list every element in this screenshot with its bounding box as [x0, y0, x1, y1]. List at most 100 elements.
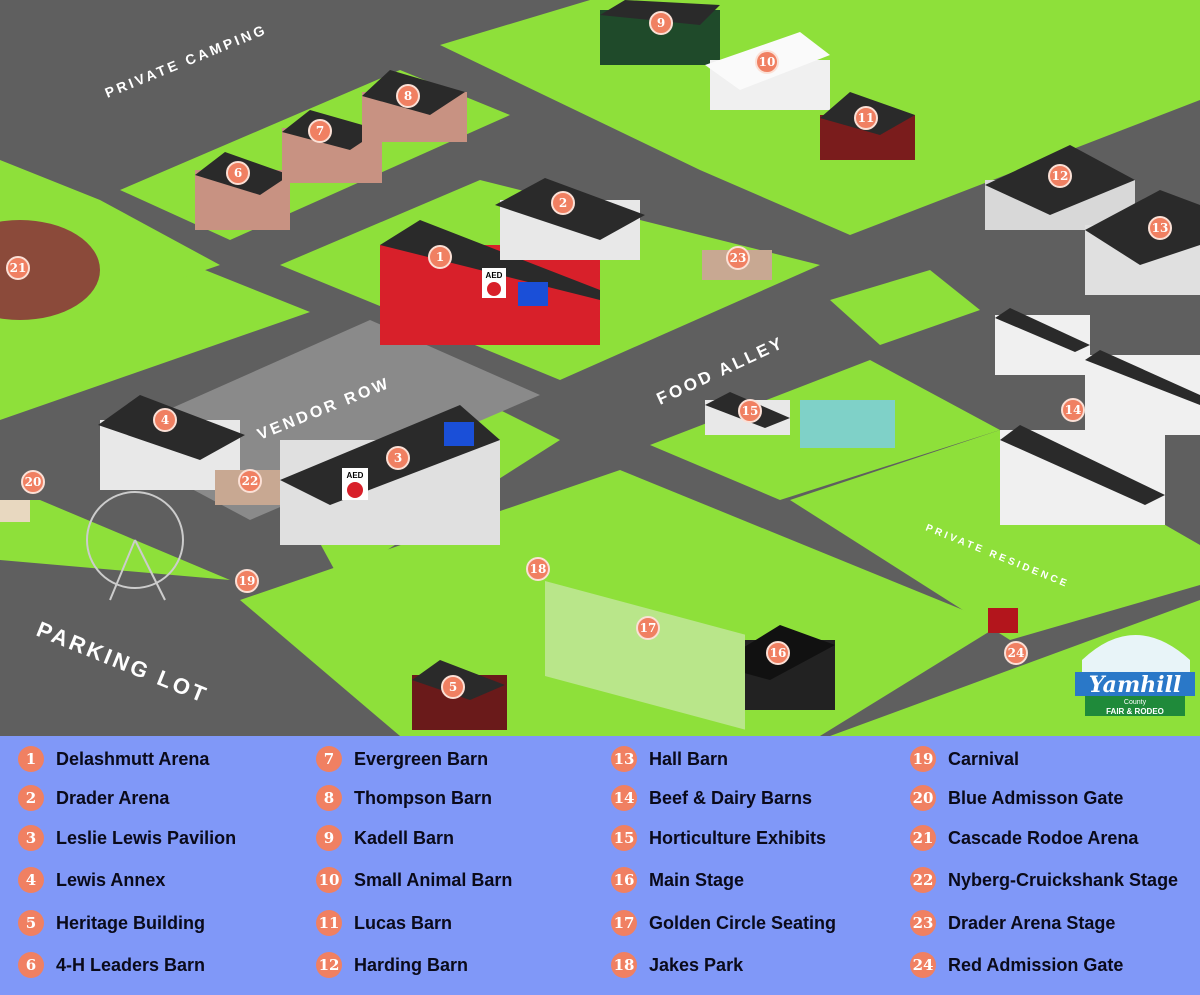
- marker-circle: [153, 408, 177, 432]
- legend-item-name: Blue Admisson Gate: [948, 787, 1124, 808]
- marker-circle: [238, 469, 262, 493]
- marker-8[interactable]: 8: [396, 84, 420, 108]
- legend-number-badge: 19: [910, 746, 936, 772]
- marker-circle: [766, 641, 790, 665]
- marker-23[interactable]: 23: [726, 246, 750, 270]
- marker-15[interactable]: 15: [738, 399, 762, 423]
- svg-text:FAIR & RODEO: FAIR & RODEO: [1106, 707, 1164, 716]
- marker-2[interactable]: 2: [551, 191, 575, 215]
- marker-circle: [1004, 641, 1028, 665]
- marker-circle: [854, 106, 878, 130]
- marker-3[interactable]: 3: [386, 446, 410, 470]
- greenhouse: [800, 400, 895, 448]
- aed-sign-1: AED: [482, 268, 506, 298]
- legend-item-name: Hall Barn: [649, 748, 729, 769]
- marker-6[interactable]: 6: [226, 161, 250, 185]
- marker-circle: [21, 470, 45, 494]
- marker-21[interactable]: 21: [6, 256, 30, 280]
- marker-10[interactable]: 10: [755, 50, 779, 74]
- legend-number-badge: 13: [611, 746, 637, 772]
- marker-number: 22: [242, 474, 259, 488]
- marker-circle: [308, 119, 332, 143]
- marker-number: 23: [730, 251, 747, 265]
- marker-circle: [226, 161, 250, 185]
- legend-number-badge: 8: [316, 785, 342, 811]
- marker-circle: [1048, 164, 1072, 188]
- legend-item-name: Evergreen Barn: [354, 748, 489, 769]
- marker-16[interactable]: 16: [766, 641, 790, 665]
- marker-number: 19: [239, 574, 256, 588]
- legend-item-name: Lucas Barn: [354, 912, 453, 933]
- aed-sign-3: AED: [342, 468, 368, 500]
- legend-number-badge: 24: [910, 952, 936, 978]
- svg-text:AED: AED: [486, 271, 503, 280]
- legend-number-badge: 2: [18, 785, 44, 811]
- marker-12[interactable]: 12: [1048, 164, 1072, 188]
- marker-number: 3: [394, 451, 402, 465]
- red-gate-building: [988, 608, 1018, 633]
- marker-9[interactable]: 9: [649, 11, 673, 35]
- seating-17: [545, 581, 745, 730]
- legend-item-name: Drader Arena Stage: [948, 912, 1116, 933]
- marker-circle: [235, 569, 259, 593]
- marker-24[interactable]: 24: [1004, 641, 1028, 665]
- legend-number-badge: 18: [611, 952, 637, 978]
- marker-circle: [755, 50, 779, 74]
- svg-text:AED: AED: [347, 471, 364, 480]
- legend-item-name: Thompson Barn: [354, 787, 492, 808]
- marker-circle: [396, 84, 420, 108]
- marker-5[interactable]: 5: [441, 675, 465, 699]
- marker-18[interactable]: 18: [526, 557, 550, 581]
- ferris-wheel: [86, 491, 184, 601]
- marker-14[interactable]: 14: [1061, 398, 1085, 422]
- legend-number-badge: 11: [316, 910, 342, 936]
- legend-item: 20 Blue Admisson Gate: [910, 785, 1123, 811]
- legend-item-name: 4-H Leaders Barn: [56, 954, 206, 975]
- legend-number-badge: 9: [316, 825, 342, 851]
- marker-circle: [636, 616, 660, 640]
- marker-17[interactable]: 17: [636, 616, 660, 640]
- marker-19[interactable]: 19: [235, 569, 259, 593]
- marker-20[interactable]: 20: [21, 470, 45, 494]
- marker-7[interactable]: 7: [308, 119, 332, 143]
- marker-circle: [386, 446, 410, 470]
- legend-number-badge: 7: [316, 746, 342, 772]
- legend-number-badge: 21: [910, 825, 936, 851]
- legend-item-name: Main Stage: [649, 869, 745, 890]
- legend-item: 13 Hall Barn: [611, 746, 728, 772]
- svg-text:County: County: [1124, 699, 1147, 706]
- marker-circle: [526, 557, 550, 581]
- marker-number: 15: [742, 404, 759, 418]
- marker-circle: [551, 191, 575, 215]
- marker-13[interactable]: 13: [1148, 216, 1172, 240]
- marker-number: 6: [234, 166, 242, 180]
- legend-number-badge: 12: [316, 952, 342, 978]
- marker-circle: [428, 245, 452, 269]
- legend-item-name: Beef & Dairy Barns: [649, 787, 813, 808]
- legend-number-badge: 15: [611, 825, 637, 851]
- marker-22[interactable]: 22: [238, 469, 262, 493]
- marker-11[interactable]: 11: [854, 106, 878, 130]
- restroom-icon: [518, 282, 548, 306]
- marker-number: 17: [640, 621, 657, 635]
- marker-number: 8: [404, 89, 412, 103]
- legend-item-name: Nyberg-Cruickshank Stage: [948, 869, 1179, 890]
- legend-number-badge: 20: [910, 785, 936, 811]
- marker-circle: [649, 11, 673, 35]
- rodeo-arena-21: [0, 220, 100, 320]
- marker-1[interactable]: 1: [428, 245, 452, 269]
- marker-4[interactable]: 4: [153, 408, 177, 432]
- svg-text:Yamhill: Yamhill: [1089, 672, 1182, 698]
- fairgrounds-map: AED AED PRIVATE CAMPING VENDOR ROW FOOD …: [0, 0, 1200, 736]
